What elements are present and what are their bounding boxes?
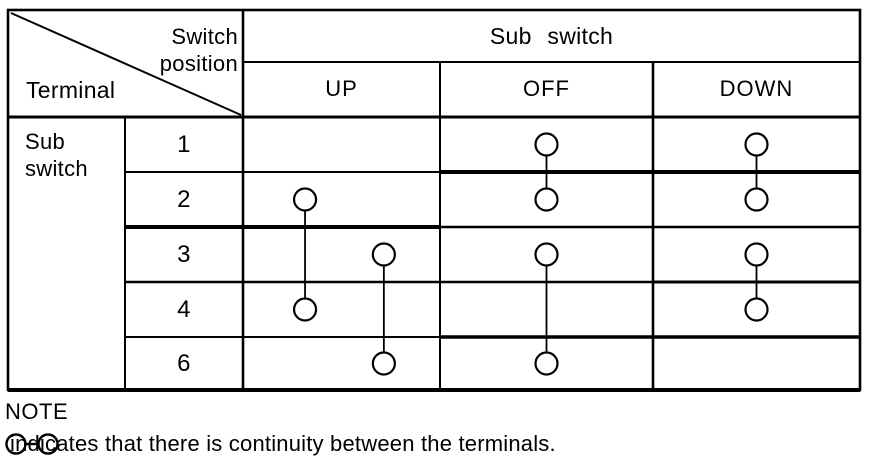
row-header-terminal-1: 1 bbox=[177, 130, 191, 158]
column-header-up: UP bbox=[325, 76, 358, 101]
column-header-down: DOWN bbox=[719, 76, 794, 101]
continuity-legend-icon bbox=[5, 433, 59, 455]
continuity-connection-off-3-6 bbox=[534, 242, 559, 376]
continuity-circle bbox=[744, 132, 769, 157]
continuity-connection-up-2-4 bbox=[292, 187, 318, 322]
row-header-terminal-3: 3 bbox=[177, 240, 191, 268]
continuity-circle bbox=[534, 187, 559, 212]
note-heading: NOTE bbox=[5, 399, 69, 424]
continuity-circle bbox=[534, 351, 559, 376]
corner-terminal-label: Terminal bbox=[26, 77, 116, 103]
continuity-circle bbox=[744, 187, 769, 212]
continuity-circle bbox=[292, 187, 318, 212]
continuity-circle bbox=[371, 351, 396, 376]
column-header-off: OFF bbox=[523, 76, 570, 101]
continuity-connection-up-3-6 bbox=[371, 242, 396, 376]
note-legend-text: indicates that there is continuity betwe… bbox=[10, 431, 556, 456]
continuity-circle bbox=[534, 242, 559, 267]
column-group-header-sub-switch: Sub switch bbox=[489, 22, 614, 49]
continuity-circle bbox=[371, 242, 396, 267]
continuity-circle bbox=[534, 132, 559, 157]
corner-diagonal-line bbox=[10, 12, 242, 116]
row-header-terminal-6: 6 bbox=[177, 349, 191, 377]
corner-switch-position-label: Switch position bbox=[159, 24, 238, 76]
continuity-connection-down-1-2 bbox=[744, 132, 769, 212]
continuity-connection-down-3-4 bbox=[744, 242, 769, 322]
note-legend: indicates that there is continuity betwe… bbox=[3, 431, 556, 457]
row-header-terminal-4: 4 bbox=[177, 295, 191, 323]
row-header-terminal-2: 2 bbox=[177, 185, 191, 213]
continuity-circle bbox=[292, 297, 318, 322]
continuity-connection-off-1-2 bbox=[534, 132, 559, 212]
continuity-circle bbox=[744, 297, 769, 322]
row-group-label-sub-switch: Sub switch bbox=[25, 129, 88, 181]
continuity-circle bbox=[744, 242, 769, 267]
